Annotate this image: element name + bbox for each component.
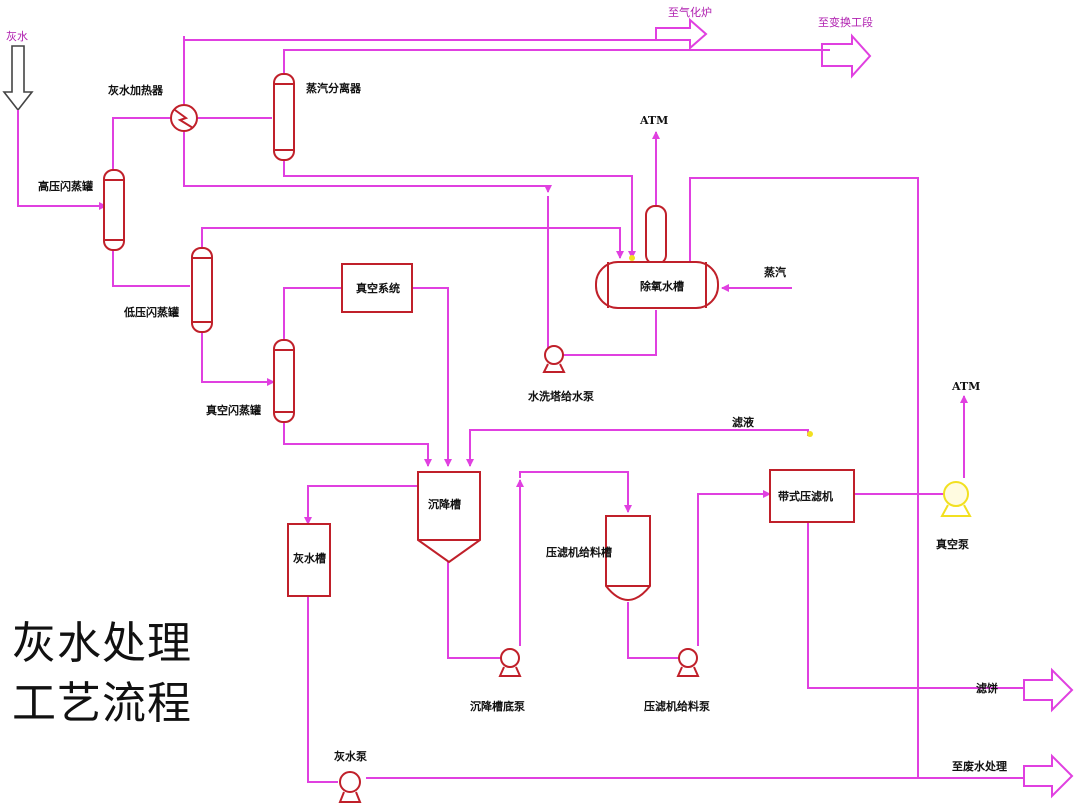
greywater-heater bbox=[170, 104, 198, 132]
vacuum-pump-label: 真空泵 bbox=[936, 537, 969, 551]
greywater-heater-label: 灰水加热器 bbox=[108, 83, 164, 97]
to-gasifier-label: 至气化炉 bbox=[668, 5, 712, 19]
steam-separator bbox=[273, 73, 295, 161]
greywater-tank-label: 灰水槽 bbox=[293, 551, 326, 565]
deaerator-pump bbox=[542, 345, 566, 373]
deaerator-pump-label: 水洗塔给水泵 bbox=[528, 389, 594, 403]
filter-feed-tank-label: 压滤机给料槽 bbox=[546, 545, 612, 559]
outlet-arrow-wastewater bbox=[1023, 753, 1074, 799]
greywater-inlet-arrow bbox=[2, 45, 34, 112]
greywater-pump bbox=[338, 771, 362, 803]
greywater-inlet-label: 灰水 bbox=[6, 29, 28, 43]
hp-flash-tank-label: 高压闪蒸罐 bbox=[38, 179, 93, 193]
vacuum-flash-tank bbox=[273, 339, 295, 423]
atm-label-2: ATM bbox=[951, 380, 980, 393]
settler-bottom-pump-label: 沉降槽底泵 bbox=[470, 699, 525, 713]
vacuum-flash-tank-label: 真空闪蒸罐 bbox=[206, 403, 261, 417]
settler-bottom-pump bbox=[498, 648, 522, 677]
vacuum-system-label: 真空系统 bbox=[356, 281, 400, 295]
settler-label: 沉降槽 bbox=[428, 497, 461, 511]
lp-flash-tank bbox=[191, 247, 213, 333]
pipe-network bbox=[17, 36, 1024, 783]
lp-flash-tank-label: 低压闪蒸罐 bbox=[123, 305, 179, 319]
vacuum-pump bbox=[940, 481, 972, 517]
filter-feed-tank bbox=[605, 515, 651, 601]
outlet-arrow-shift bbox=[821, 33, 872, 79]
title-line-1: 灰水处理 bbox=[12, 618, 192, 669]
title-line-2: 工艺流程 bbox=[12, 678, 192, 729]
to-shift-label: 至变换工段 bbox=[818, 15, 873, 29]
settler bbox=[417, 471, 481, 564]
filter-feed-pump-label: 压滤机给料泵 bbox=[644, 699, 710, 713]
belt-filter-label: 带式压滤机 bbox=[778, 489, 833, 503]
atm-label-1: ATM bbox=[639, 114, 668, 127]
outlet-arrow-filter-cake bbox=[1023, 667, 1074, 713]
filter-cake-label: 滤饼 bbox=[976, 681, 998, 695]
filtrate-label: 滤液 bbox=[732, 415, 755, 429]
to-wastewater-label: 至废水处理 bbox=[952, 759, 1007, 773]
deaerator bbox=[595, 205, 719, 309]
greywater-pump-label: 灰水泵 bbox=[334, 749, 367, 763]
filter-feed-pump bbox=[676, 648, 700, 677]
outlet-arrow-gasifier bbox=[655, 17, 708, 51]
steam-label: 蒸汽 bbox=[764, 265, 786, 279]
steam-separator-label: 蒸汽分离器 bbox=[306, 81, 362, 95]
belt-filter bbox=[769, 431, 855, 523]
vacuum-system bbox=[341, 263, 413, 313]
deaerator-label: 除氧水槽 bbox=[640, 279, 684, 293]
hp-flash-tank bbox=[103, 169, 125, 251]
greywater-tank bbox=[287, 523, 331, 597]
